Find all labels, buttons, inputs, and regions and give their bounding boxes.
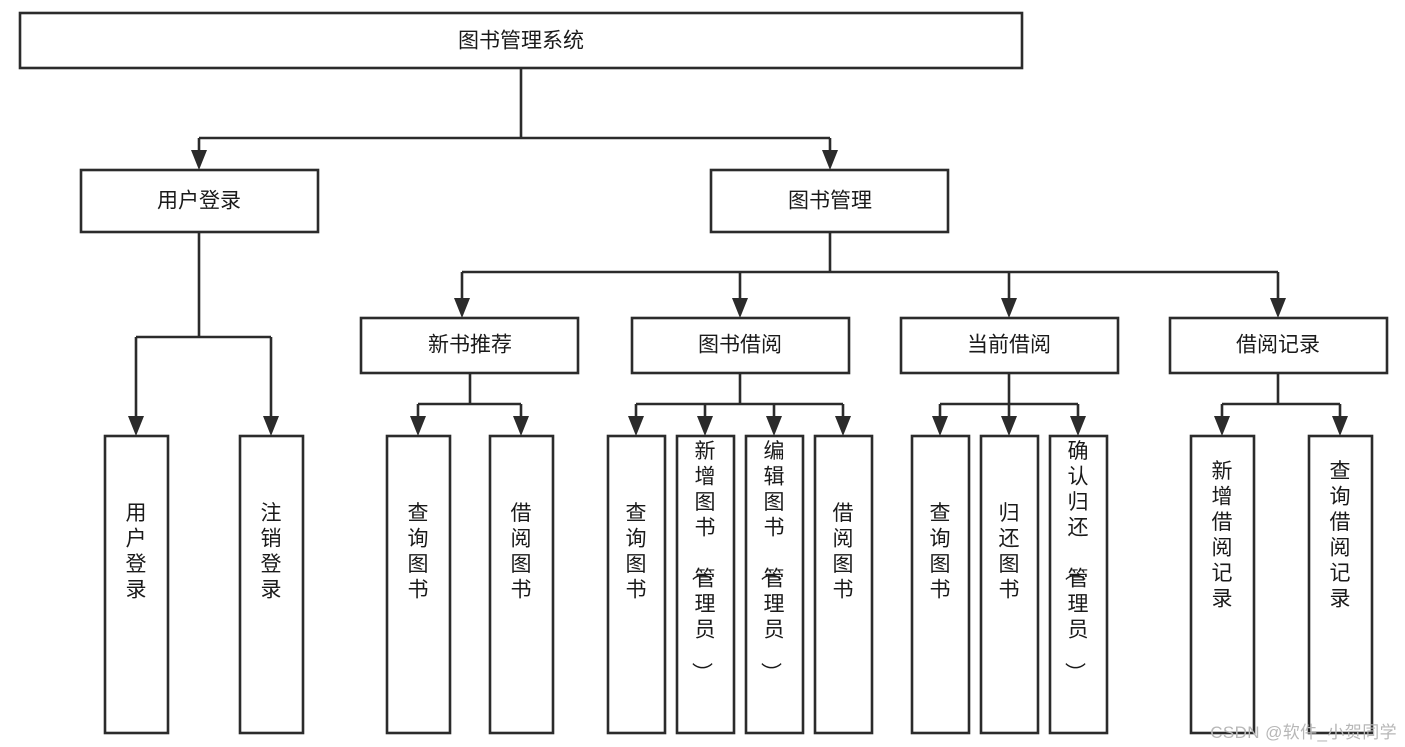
leaf-borrow-record-1[interactable]: 新增借阅记录 [1189, 434, 1256, 735]
node-book-borrow[interactable]: 图书借阅 [630, 316, 851, 375]
leaf-borrow-record-1-label: 新增借阅记录 [1212, 460, 1233, 611]
arrow-head-icon [822, 150, 838, 170]
node-borrow-record[interactable]: 借阅记录 [1168, 316, 1389, 375]
leaf-user-login-1-box[interactable] [103, 434, 170, 735]
node-borrow-record-label: 借阅记录 [1236, 334, 1320, 357]
leaf-new-book-2-label: 借阅图书 [511, 502, 532, 602]
arrow-head-icon [410, 416, 426, 436]
leaf-book-borrow-3[interactable]: 编辑图书（管理员） [744, 434, 805, 735]
arrow-head-icon [628, 416, 644, 436]
leaf-user-login-2-box[interactable] [238, 434, 305, 735]
leaf-user-login-1-label: 用户登录 [126, 502, 147, 602]
arrow-head-icon [1270, 298, 1286, 318]
arrow-head-icon [263, 416, 279, 436]
node-book-borrow-label: 图书借阅 [698, 334, 782, 357]
csdn-watermark: CSDN @软件_小贺同学 [1210, 723, 1397, 742]
arrow-head-icon [766, 416, 782, 436]
arrow-head-icon [1070, 416, 1086, 436]
leaf-borrow-record-1-box[interactable] [1189, 434, 1256, 735]
leaf-book-borrow-2-label: 新增图书（管理员） [690, 440, 716, 683]
node-book-management-label: 图书管理 [788, 190, 872, 213]
leaf-new-book-1-box[interactable] [385, 434, 452, 735]
leaf-book-borrow-2-box[interactable] [675, 434, 736, 735]
node-user-login-label: 用户登录 [157, 190, 241, 213]
node-borrow-record-box[interactable] [1168, 316, 1389, 375]
node-root-book-management-system[interactable]: 图书管理系统 [18, 11, 1024, 70]
node-new-book-recommend[interactable]: 新书推荐 [359, 316, 580, 375]
leaf-current-borrow-1-label: 查询图书 [930, 502, 951, 602]
connector-currentborrow-to-leaves [932, 373, 1086, 436]
leaf-new-book-2-box[interactable] [488, 434, 555, 735]
leaf-book-borrow-1-box[interactable] [606, 434, 667, 735]
arrow-head-icon [1332, 416, 1348, 436]
node-root-label: 图书管理系统 [458, 30, 584, 53]
leaf-new-book-2[interactable]: 借阅图书 [488, 434, 555, 735]
connector-newbook-to-leaves [410, 373, 529, 436]
leaf-book-borrow-1[interactable]: 查询图书 [606, 434, 667, 735]
arrow-head-icon [1001, 298, 1017, 318]
arrow-head-icon [1001, 416, 1017, 436]
arrow-head-icon [932, 416, 948, 436]
leaf-book-borrow-4-label: 借阅图书 [833, 502, 854, 602]
leaf-current-borrow-1-box[interactable] [910, 434, 971, 735]
leaf-book-borrow-1-label: 查询图书 [626, 502, 647, 602]
connector-root-to-level2 [191, 68, 838, 170]
node-new-book-recommend-label: 新书推荐 [428, 334, 512, 357]
leaf-new-book-1[interactable]: 查询图书 [385, 434, 452, 735]
leaf-current-borrow-2[interactable]: 归还图书 [979, 434, 1040, 735]
node-current-borrow-box[interactable] [899, 316, 1120, 375]
leaf-current-borrow-3-label: 确认归还（管理员） [1063, 440, 1089, 683]
node-book-management-box[interactable] [709, 168, 950, 234]
leaf-user-login-1[interactable]: 用户登录 [103, 434, 170, 735]
leaf-new-book-1-label: 查询图书 [408, 502, 429, 602]
arrow-head-icon [697, 416, 713, 436]
arrow-head-icon [1214, 416, 1230, 436]
arrow-head-icon [835, 416, 851, 436]
arrow-head-icon [454, 298, 470, 318]
arrow-head-icon [513, 416, 529, 436]
node-user-login-box[interactable] [79, 168, 320, 234]
connector-bookborrow-to-leaves [628, 373, 851, 436]
arrow-head-icon [128, 416, 144, 436]
leaf-current-borrow-2-box[interactable] [979, 434, 1040, 735]
leaf-borrow-record-2-label: 查询借阅记录 [1330, 460, 1351, 611]
node-current-borrow-label: 当前借阅 [967, 334, 1051, 357]
leaf-user-login-2[interactable]: 注销登录 [238, 434, 305, 735]
node-book-management[interactable]: 图书管理 [709, 168, 950, 234]
leaf-borrow-record-2-box[interactable] [1307, 434, 1374, 735]
leaf-book-borrow-4[interactable]: 借阅图书 [813, 434, 874, 735]
leaf-current-borrow-3[interactable]: 确认归还（管理员） [1048, 434, 1109, 735]
node-root-box[interactable] [18, 11, 1024, 70]
node-book-borrow-box[interactable] [630, 316, 851, 375]
leaf-borrow-record-2[interactable]: 查询借阅记录 [1307, 434, 1374, 735]
connector-borrowrecord-to-leaves [1214, 373, 1348, 436]
leaf-book-borrow-3-label: 编辑图书（管理员） [759, 440, 785, 683]
arrow-head-icon [732, 298, 748, 318]
leaf-current-borrow-2-label: 归还图书 [999, 502, 1020, 602]
leaf-book-borrow-4-box[interactable] [813, 434, 874, 735]
leaf-book-borrow-3-box[interactable] [744, 434, 805, 735]
leaf-current-borrow-1[interactable]: 查询图书 [910, 434, 971, 735]
node-user-login[interactable]: 用户登录 [79, 168, 320, 234]
connector-userlogin-to-leaves [128, 232, 279, 436]
arrow-head-icon [191, 150, 207, 170]
node-new-book-recommend-box[interactable] [359, 316, 580, 375]
leaf-user-login-2-label: 注销登录 [261, 502, 282, 602]
leaf-current-borrow-3-box[interactable] [1048, 434, 1109, 735]
leaf-book-borrow-2[interactable]: 新增图书（管理员） [675, 434, 736, 735]
node-current-borrow[interactable]: 当前借阅 [899, 316, 1120, 375]
connector-bookmgmt-to-level3 [454, 232, 1286, 318]
